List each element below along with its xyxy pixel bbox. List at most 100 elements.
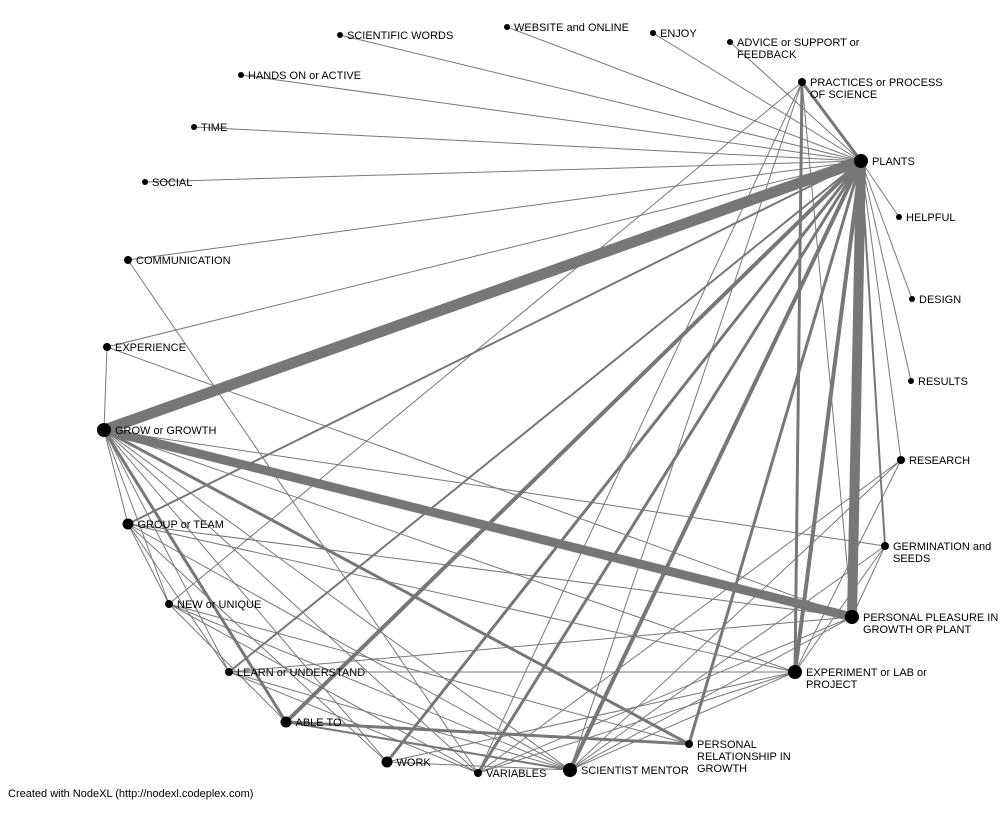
edge-experiment-variables <box>477 671 796 774</box>
node-germination[interactable] <box>881 542 889 550</box>
edge-practices-experiment <box>793 81 804 673</box>
edge-mentor-work <box>386 761 571 771</box>
edge-mentor-experiment <box>569 671 796 771</box>
node-label-learn: LEARN or UNDERSTAND <box>237 667 365 679</box>
node-label-scientific: SCIENTIFIC WORDS <box>347 30 453 42</box>
edge-grow-relationship <box>103 428 690 746</box>
node-experience[interactable] <box>103 343 111 351</box>
edge-group-work <box>127 523 388 763</box>
edge-grow-learn <box>103 429 230 673</box>
node-variables[interactable] <box>474 769 482 777</box>
node-relationship[interactable] <box>685 740 693 748</box>
edge-grow-group <box>103 429 129 525</box>
node-label-line: GROUP or TEAM <box>138 519 224 531</box>
node-label-line: PLANTS <box>872 156 915 168</box>
node-label-line: EXPERIENCE <box>115 342 186 354</box>
node-plants[interactable] <box>854 154 868 168</box>
node-ableto[interactable] <box>280 716 292 728</box>
edge-plants-experience <box>106 160 862 348</box>
node-research[interactable] <box>897 456 905 464</box>
edge-plants-relationship <box>687 160 863 745</box>
node-label-line: ABLE TO <box>296 717 343 729</box>
node-mentor[interactable] <box>563 763 577 777</box>
node-newunique[interactable] <box>165 600 173 608</box>
edge-mentor-pleasure <box>569 616 853 771</box>
edge-research-experiment <box>794 459 902 673</box>
node-grow[interactable] <box>97 423 111 437</box>
node-label-line: COMMUNICATION <box>136 255 231 267</box>
edge-germination-pleasure <box>851 545 886 618</box>
node-work[interactable] <box>381 756 393 768</box>
edge-grow-variables <box>103 429 479 774</box>
node-experiment[interactable] <box>788 665 802 679</box>
edge-plants-time <box>193 126 862 162</box>
node-label-results: RESULTS <box>918 376 968 388</box>
edge-mentor-newunique <box>168 603 571 771</box>
node-social[interactable] <box>142 179 148 185</box>
edge-experiment-work <box>386 671 796 763</box>
nodexl-credit: Created with NodeXL (http://nodexl.codep… <box>8 788 254 800</box>
node-label-line: PROJECT <box>806 679 858 691</box>
edge-plants-handson <box>240 74 862 162</box>
node-label-research: RESEARCH <box>909 455 970 467</box>
edge-layer <box>102 26 913 774</box>
node-design[interactable] <box>909 296 915 302</box>
edge-group-learn <box>127 523 230 673</box>
node-learn[interactable] <box>225 668 233 676</box>
edge-mentor-research <box>569 459 902 771</box>
edge-group-pleasure <box>127 523 853 618</box>
edge-grow-mentor <box>103 429 571 771</box>
edge-practices-mentor <box>569 81 803 771</box>
node-label-ableto: ABLE TO <box>296 717 343 729</box>
edge-research-variables <box>477 459 902 774</box>
edge-plants-research <box>860 160 902 461</box>
edge-plants-group <box>127 160 862 525</box>
node-practices[interactable] <box>798 78 806 86</box>
node-label-line: RELATIONSHIP IN <box>697 751 791 763</box>
node-label-newunique: NEW or UNIQUE <box>177 599 261 611</box>
node-communication[interactable] <box>124 256 132 264</box>
edge-group-newunique <box>127 523 170 605</box>
node-label-line: GROWTH OR PLANT <box>863 624 971 636</box>
node-label-line: HANDS ON or ACTIVE <box>248 70 361 82</box>
node-label-enjoy: ENJOY <box>660 28 697 40</box>
node-scientific[interactable] <box>337 32 343 38</box>
node-label-line: GERMINATION and <box>893 541 991 553</box>
node-label-handson: HANDS ON or ACTIVE <box>248 70 361 82</box>
edge-mentor-learn <box>228 671 571 771</box>
edge-plants-experiment <box>793 160 863 673</box>
node-helpful[interactable] <box>896 214 902 220</box>
node-label-line: SCIENTIFIC WORDS <box>347 30 453 42</box>
node-pleasure[interactable] <box>845 610 859 624</box>
node-handson[interactable] <box>238 72 244 78</box>
node-label-line: ENJOY <box>660 28 697 40</box>
edge-plants-results <box>860 160 912 382</box>
node-group[interactable] <box>122 518 134 530</box>
edge-plants-germination <box>860 160 886 547</box>
node-label-mentor: SCIENTIST MENTOR <box>581 765 689 777</box>
node-label-group: GROUP or TEAM <box>138 519 224 531</box>
node-label-line: TIME <box>201 122 227 134</box>
node-advice[interactable] <box>727 39 733 45</box>
node-label-line: PRACTICES or PROCESS <box>810 77 943 89</box>
node-website[interactable] <box>504 24 510 30</box>
edge-ableto-relationship <box>285 720 690 746</box>
edge-practices-newunique <box>168 81 803 605</box>
node-label-grow: GROW or GROWTH <box>115 425 216 437</box>
edge-group-experiment <box>127 523 796 673</box>
edge-plants-grow <box>102 155 863 436</box>
edge-mentor-group <box>127 523 571 771</box>
node-label-social: SOCIAL <box>152 177 192 189</box>
node-enjoy[interactable] <box>650 30 656 36</box>
node-label-line: VARIABLES <box>486 768 546 780</box>
node-time[interactable] <box>191 124 197 130</box>
node-label-line: GROW or GROWTH <box>115 425 216 437</box>
edge-plants-variables <box>476 160 863 774</box>
node-results[interactable] <box>908 378 914 384</box>
node-label-work: WORK <box>397 757 432 769</box>
